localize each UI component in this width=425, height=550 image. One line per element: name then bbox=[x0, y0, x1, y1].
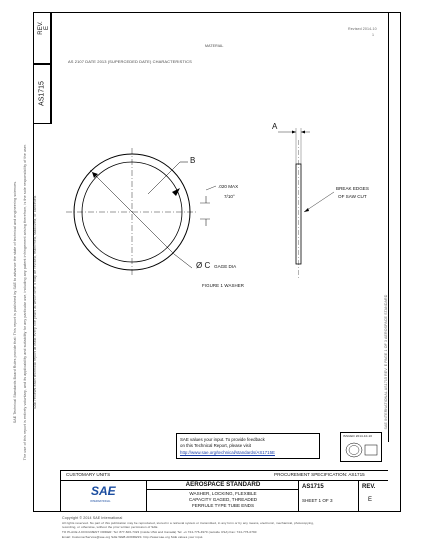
doc-number-side: AS1715 bbox=[38, 81, 46, 106]
label-c-suffix: GAGE DIA bbox=[214, 264, 237, 269]
titleblock-title-1: WASHER, LOCKING, FLEXIBLE bbox=[189, 491, 257, 496]
feedback-line-2: on this Technical Report, please visit bbox=[180, 443, 251, 448]
stamp-seal-icon bbox=[345, 442, 378, 458]
stamp-label: ISSUED 2014-10-10 bbox=[343, 434, 373, 438]
titleblock-line-2 bbox=[60, 480, 388, 481]
procurement-spec: PROCUREMENT SPECIFICATION: AS1715 bbox=[274, 472, 365, 477]
footer-line-5: Email: CustomerService@sae.org SAE WEB A… bbox=[62, 535, 204, 539]
titleblock-title-2: CAPACITY GAGED, THREADED bbox=[188, 497, 258, 502]
drawing-frame bbox=[33, 12, 401, 512]
left-side-text-column: SAE Technical Standards Board Rules prov… bbox=[0, 130, 37, 510]
left-divider bbox=[51, 12, 52, 124]
titleblock-vertical-1 bbox=[146, 480, 147, 512]
feedback-link[interactable]: http://www.sae.org/technical/standards/A… bbox=[180, 450, 275, 455]
washer-drawing bbox=[66, 128, 335, 280]
titleblock-rev-value: E bbox=[368, 497, 373, 503]
footer-line-2: All rights reserved. No part of this pub… bbox=[62, 521, 315, 525]
note-max-1: .020 MAX bbox=[218, 184, 239, 189]
footer-line-1: Copyright © 2014 SAE International bbox=[62, 516, 123, 520]
drawing-title-1: MATERIAL bbox=[205, 44, 224, 48]
figure-caption: FIGURE 1 WASHER bbox=[202, 283, 245, 288]
titleblock-sheet: SHEET 1 OF 3 bbox=[302, 498, 333, 503]
top-right-note: Revised 2014-10 bbox=[348, 27, 377, 31]
right-column-divider bbox=[388, 12, 389, 442]
titleblock-top-line bbox=[60, 470, 388, 471]
drawing-title-2: AS 2107 DATE 2013 (SUPERCEDED DATE) CHAR… bbox=[68, 59, 192, 64]
footer-line-3: recording, or otherwise, without the pri… bbox=[62, 525, 159, 529]
titleblock-vertical-3 bbox=[358, 480, 359, 512]
break-edges-1: BREAK EDGES bbox=[336, 186, 369, 191]
doc-number-box: AS1715 bbox=[33, 64, 51, 124]
titleblock-vertical-2 bbox=[298, 480, 299, 512]
rev-value: E bbox=[44, 26, 50, 31]
titleblock-vertical-0 bbox=[60, 470, 61, 512]
top-right-note-2: 1 bbox=[372, 33, 375, 37]
side-text-1: SAE Technical Standards Board Rules prov… bbox=[13, 180, 17, 424]
titleblock-doc-number: AS1715 bbox=[302, 484, 324, 490]
break-edges-2: OF SAW CUT bbox=[338, 194, 367, 199]
label-a: A bbox=[272, 122, 278, 131]
titleblock-line-3 bbox=[146, 489, 298, 490]
stamp-box: ISSUED 2014-10-10 bbox=[340, 432, 382, 462]
sae-logo: SAE INTERNATIONAL bbox=[90, 484, 116, 508]
footer-line-4: TO PLACE A DOCUMENT ORDER: Tel: 877-606-… bbox=[62, 530, 257, 534]
sae-logo-text: SAE bbox=[91, 484, 116, 498]
note-max-2: 7/10° bbox=[224, 194, 235, 199]
feedback-box: SAE values your input. To provide feedba… bbox=[176, 433, 320, 459]
titleblock-title-3: FERRULE TYPE TUBE ENDS bbox=[191, 503, 255, 508]
customary-units: CUSTOMARY UNITS bbox=[66, 472, 111, 477]
sae-logo-sub: INTERNATIONAL bbox=[90, 500, 111, 503]
titleblock-banner: AEROSPACE STANDARD bbox=[185, 481, 261, 488]
label-b: B bbox=[190, 156, 196, 165]
rev-box: REV. E bbox=[33, 12, 51, 64]
side-text-2: The use of this report is entirely volun… bbox=[23, 143, 27, 461]
feedback-line-1: SAE values your input. To provide feedba… bbox=[180, 437, 265, 442]
titleblock-rev-label: REV. bbox=[362, 484, 376, 490]
label-c: Ø C bbox=[196, 261, 211, 270]
side-text-3: SAE reviews each technical report at lea… bbox=[33, 194, 37, 410]
